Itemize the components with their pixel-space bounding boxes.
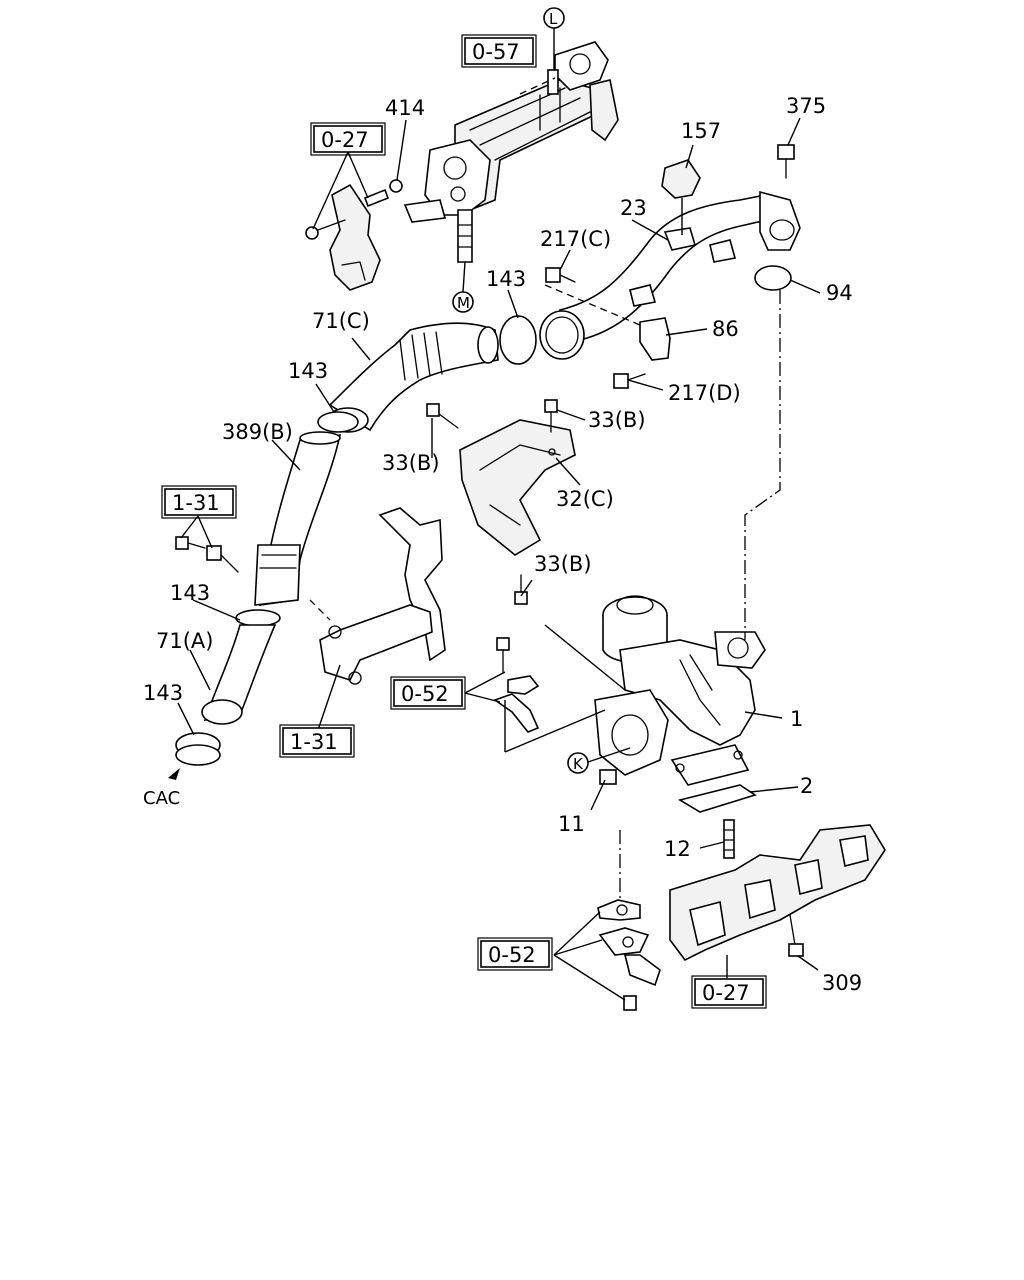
oil-pipe-parts-mid: [493, 637, 540, 733]
callout-414: 414: [385, 96, 425, 120]
ref-box-0-52-mid: 0-52: [390, 676, 466, 710]
bracket-131: [319, 507, 446, 685]
bolt-375: [777, 144, 795, 179]
callout-389b: 389(B): [222, 420, 293, 444]
connector-mark-l: L: [543, 7, 565, 29]
connection-lines: [309, 77, 781, 900]
turbocharger: [594, 595, 766, 786]
callout-labels: 414 375 157 23 217(C) 143 94 71(C) 86 14…: [143, 94, 862, 995]
callout-33b-right: 33(B): [588, 408, 646, 432]
bolts-131-top: [175, 536, 239, 573]
callout-143-low: 143: [170, 581, 210, 605]
callout-375: 375: [786, 94, 826, 118]
clamp-143-low: [235, 609, 281, 627]
clamp-143-bot: [175, 732, 221, 766]
callout-94: 94: [826, 281, 853, 305]
reference-boxes: 0-57 0-27 1-31 0-52 1-31 0-52: [161, 34, 767, 1009]
callout-309: 309: [822, 971, 862, 995]
callout-143-mid: 143: [288, 359, 328, 383]
heat-shield-32c: [459, 419, 576, 556]
callout-2: 2: [800, 774, 813, 798]
callout-143-bot: 143: [143, 681, 183, 705]
clamp-143-mid: [317, 411, 359, 433]
bolt-217d: [613, 373, 646, 389]
callout-217d: 217(D): [668, 381, 741, 405]
connector-mark-m: M: [452, 291, 474, 313]
oil-pipe-parts-bottom: [597, 899, 661, 1011]
callout-cac: CAC: [143, 788, 180, 809]
svg-text:1-31: 1-31: [172, 491, 220, 515]
svg-text:0-57: 0-57: [472, 40, 520, 64]
callout-1: 1: [790, 707, 803, 731]
gasket-2: [677, 784, 757, 813]
svg-text:M: M: [457, 294, 470, 312]
bolts-33b: [426, 399, 558, 605]
svg-text:K: K: [573, 755, 584, 773]
connector-mark-k: K: [567, 752, 589, 774]
ref-box-1-31-bottom: 1-31: [279, 724, 355, 758]
cac-arrow: [168, 768, 180, 780]
callout-71c: 71(C): [312, 309, 370, 333]
exhaust-manifold: [669, 824, 886, 962]
o-ring-94: [754, 265, 792, 291]
callout-23: 23: [620, 196, 647, 220]
svg-text:L: L: [549, 10, 558, 28]
callout-157: 157: [681, 119, 721, 143]
egr-pipe-23: [539, 190, 801, 360]
bracket-86: [639, 317, 671, 361]
ref-box-1-31-top: 1-31: [161, 485, 237, 519]
svg-text:1-31: 1-31: [290, 730, 338, 754]
nut-11: [599, 769, 617, 785]
stud-12: [723, 819, 735, 859]
callout-32c: 32(C): [556, 487, 614, 511]
svg-text:0-27: 0-27: [702, 981, 750, 1005]
clamp-143-top: [499, 315, 537, 365]
ref-box-0-27-top: 0-27: [310, 122, 386, 156]
callout-71a: 71(A): [156, 629, 213, 653]
bolt-309: [788, 914, 804, 957]
svg-text:0-52: 0-52: [488, 943, 536, 967]
ref-box-0-52-bottom: 0-52: [477, 937, 553, 971]
hose-71a: [201, 624, 277, 725]
egr-cooler: [403, 41, 619, 263]
pipe-389b: [254, 431, 342, 606]
cooler-bracket: [305, 179, 403, 291]
bolt-217c: [545, 267, 576, 283]
ref-box-0-57: 0-57: [461, 34, 537, 68]
connector-marks: L M K: [452, 7, 589, 774]
callout-143-top: 143: [486, 267, 526, 291]
callout-11: 11: [558, 812, 585, 836]
callout-217c: 217(C): [540, 227, 611, 251]
callout-86: 86: [712, 317, 739, 341]
ref-box-0-27-bottom: 0-27: [691, 975, 767, 1009]
svg-text:0-27: 0-27: [321, 128, 369, 152]
callout-33b-lower: 33(B): [534, 552, 592, 576]
callout-12: 12: [664, 837, 691, 861]
svg-text:0-52: 0-52: [401, 682, 449, 706]
callout-33b-left: 33(B): [382, 451, 440, 475]
